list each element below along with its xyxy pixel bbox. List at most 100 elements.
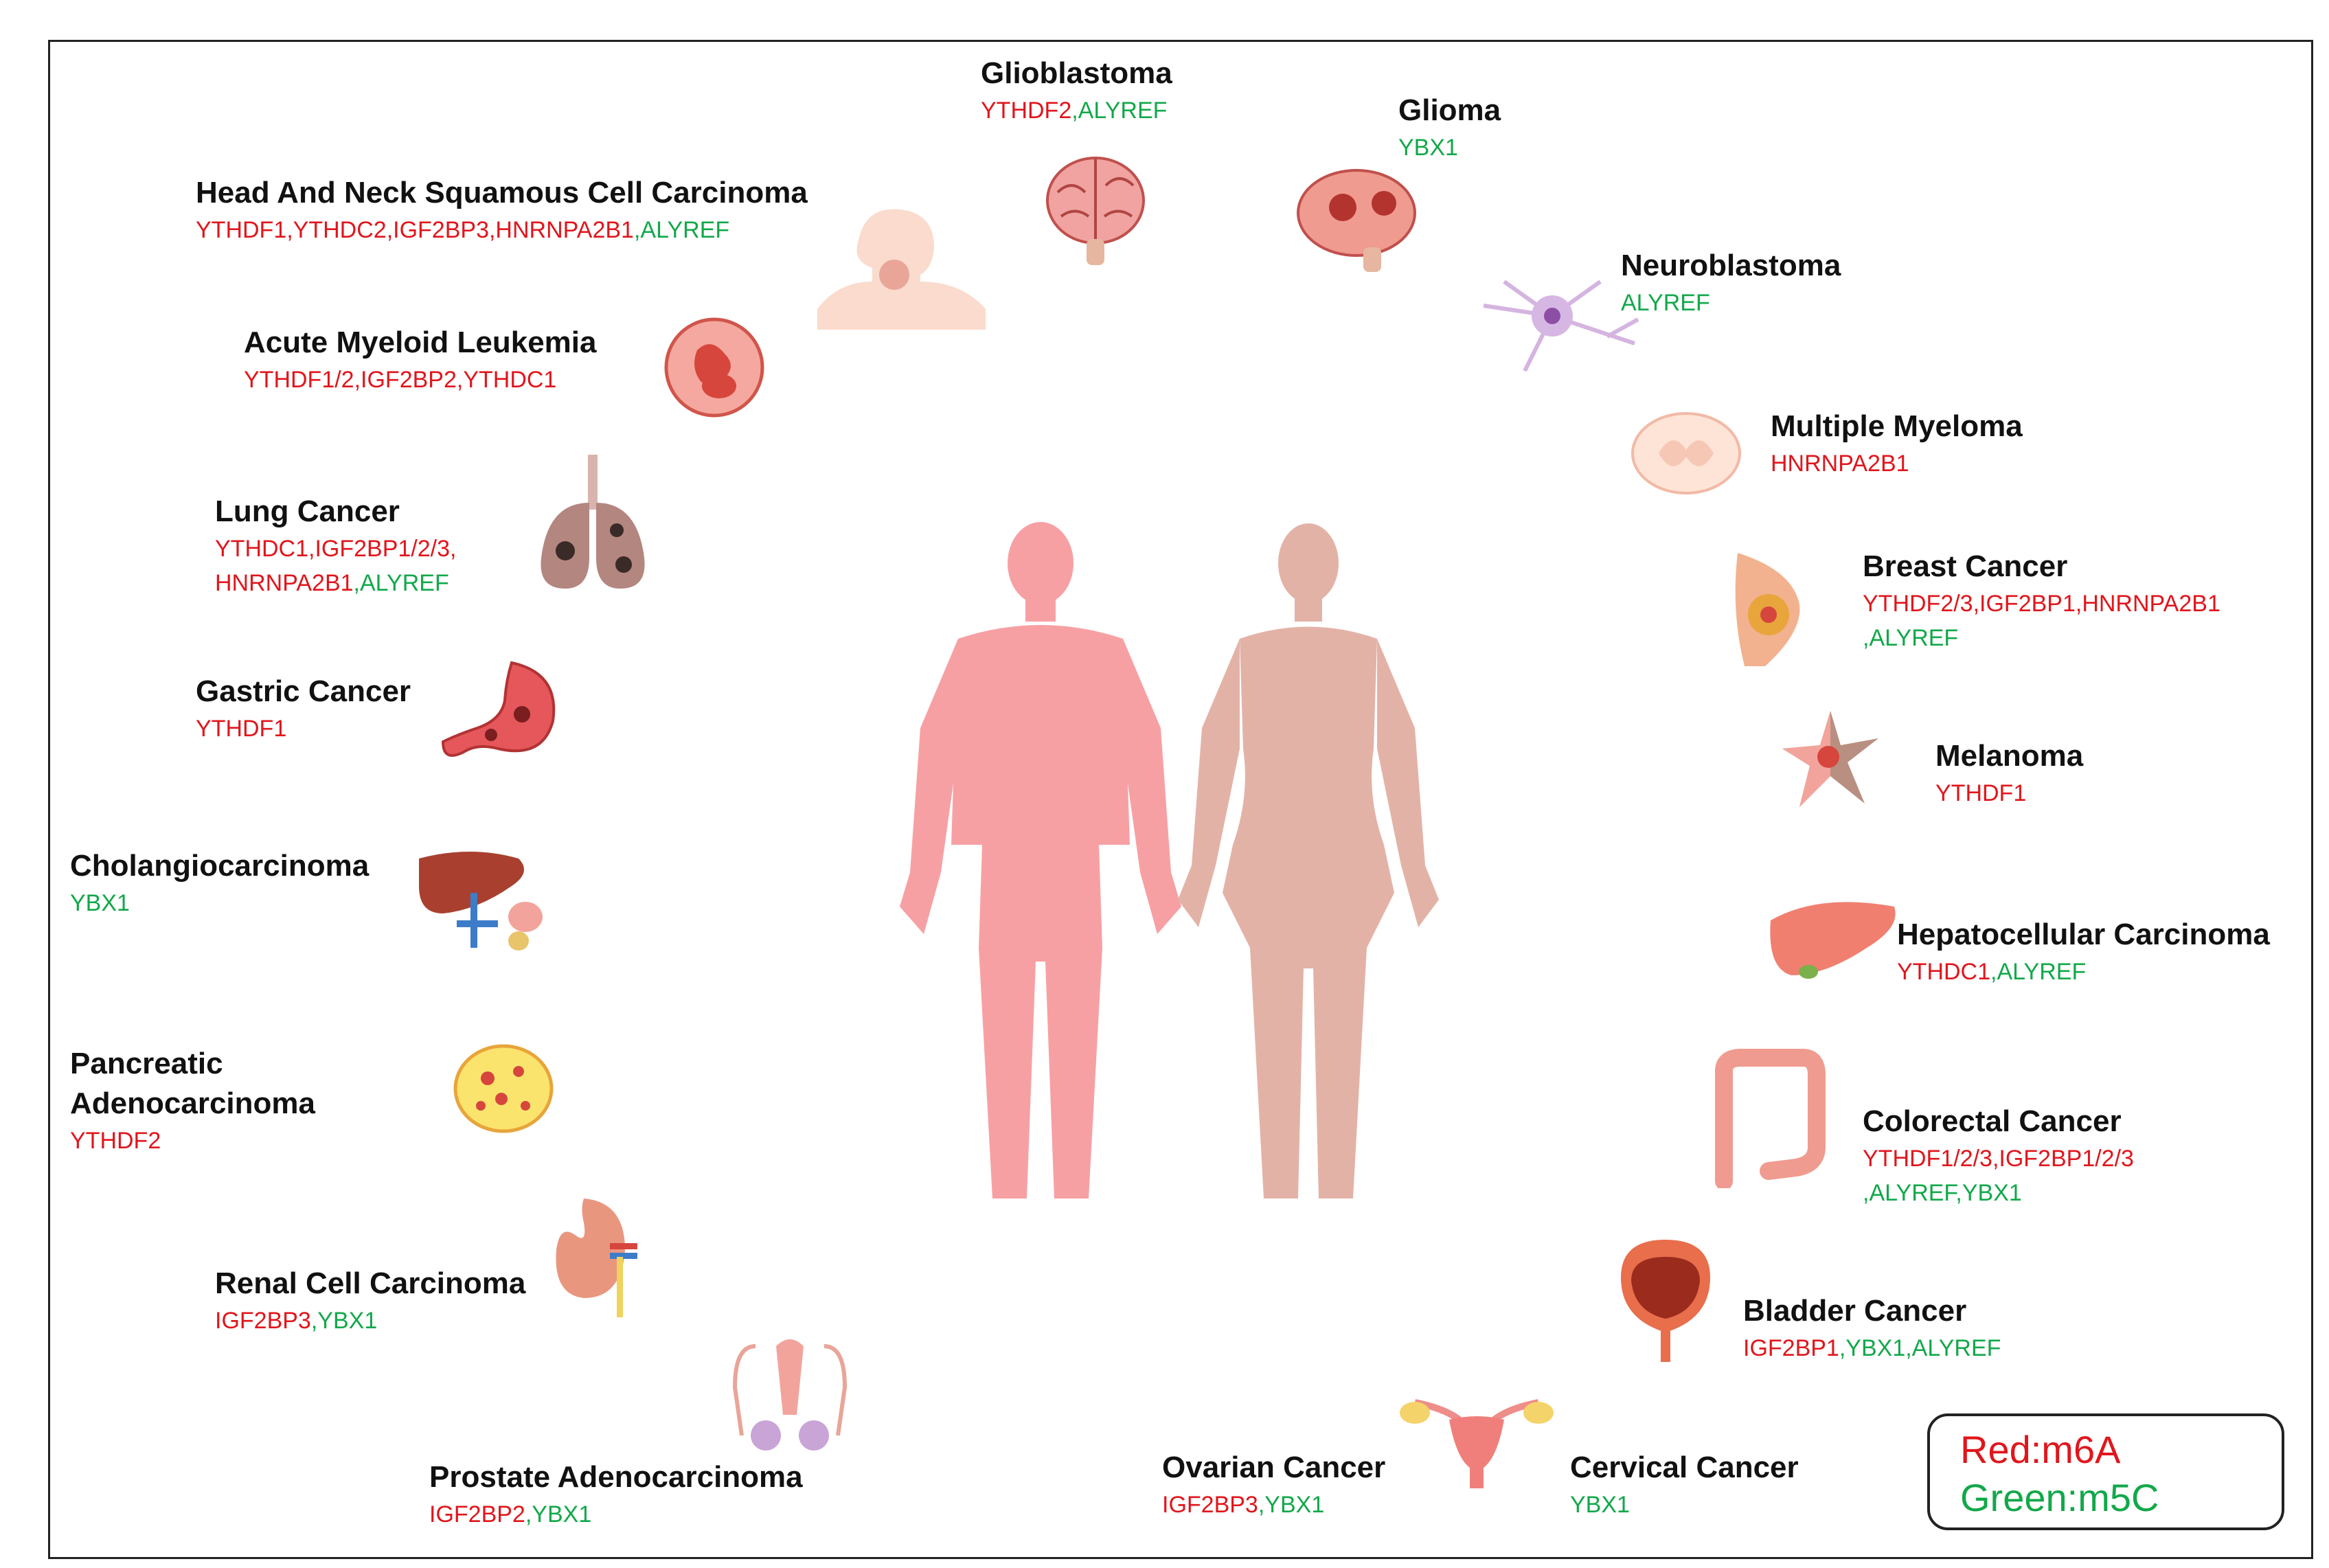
m5c-gene-text: YBX1 bbox=[70, 890, 130, 916]
gene-line: YTHDF1/2,IGF2BP2,YTHDC1 bbox=[244, 363, 596, 397]
cancer-title: Prostate Adenocarcinoma bbox=[429, 1460, 803, 1494]
gene-line: YBX1 bbox=[1398, 130, 1501, 165]
male-body bbox=[900, 522, 1181, 1198]
cancer-title: Renal Cell Carcinoma bbox=[215, 1266, 526, 1300]
m5c-gene-text: ,ALYREF bbox=[353, 570, 449, 596]
human-bodies bbox=[900, 522, 1439, 1198]
m5c-gene-text: YBX1 bbox=[1398, 135, 1458, 161]
m5c-gene-text: YBX1 bbox=[1570, 1492, 1630, 1518]
m6a-gene-text: IGF2BP1 bbox=[1743, 1335, 1839, 1361]
legend-green: Green:m5C bbox=[1960, 1476, 2159, 1519]
gene-line: ,ALYREF,YBX1 bbox=[1863, 1176, 2134, 1210]
m6a-gene-text: IGF2BP3 bbox=[215, 1308, 311, 1334]
female-body bbox=[1178, 523, 1439, 1198]
m6a-gene-text: YTHDF2/3,IGF2BP1,HNRNPA2B1 bbox=[1863, 591, 2220, 617]
gene-line: IGF2BP3,YBX1 bbox=[215, 1304, 525, 1338]
m5c-gene-text: ,YBX1,ALYREF bbox=[1839, 1335, 2001, 1361]
m6a-gene-text: IGF2BP2 bbox=[429, 1501, 525, 1527]
cancer-title: Cholangiocarcinoma bbox=[70, 849, 370, 883]
gene-line: YTHDC1,IGF2BP1/2/3, bbox=[215, 532, 456, 566]
cancer-title: Acute Myeloid Leukemia bbox=[244, 326, 597, 359]
male-reproductive-icon bbox=[732, 1339, 848, 1451]
gene-line: YTHDF1 bbox=[196, 712, 411, 746]
blood-cell-icon bbox=[664, 317, 764, 418]
pancreas-tissue-icon bbox=[453, 1044, 554, 1133]
gene-line: YTHDF1 bbox=[1935, 776, 2083, 810]
breast-icon bbox=[1735, 553, 1800, 666]
m6a-gene-text: YTHDC1 bbox=[1897, 959, 1991, 985]
legend-red: Red:m6A bbox=[1960, 1428, 2121, 1471]
m5c-gene-text: ,YBX1 bbox=[310, 1308, 378, 1334]
m6a-gene-text: HNRNPA2B1 bbox=[1771, 451, 1909, 477]
cancer-title: Neuroblastoma bbox=[1621, 249, 1841, 282]
gene-line: HNRNPA2B1,ALYREF bbox=[215, 566, 456, 600]
m6a-gene-text: YTHDF1/2/3,IGF2BP1/2/3 bbox=[1863, 1146, 2134, 1172]
neuron-icon bbox=[1483, 280, 1639, 372]
gene-line: YTHDC1,ALYREF bbox=[1897, 955, 2270, 989]
cancer-title-line2: Adenocarcinoma bbox=[70, 1087, 315, 1120]
figure-frame bbox=[48, 40, 2313, 1559]
m5c-gene-text: ,ALYREF,YBX1 bbox=[1863, 1180, 2022, 1206]
cancer-title: Cervical Cancer bbox=[1570, 1451, 1799, 1484]
cancer-title: Head And Neck Squamous Cell Carcinoma bbox=[196, 176, 808, 209]
cancer-title: Lung Cancer bbox=[215, 495, 400, 528]
m5c-gene-text: ,ALYREF bbox=[1990, 959, 2087, 985]
m5c-gene-text: ,ALYREF bbox=[633, 217, 730, 243]
m5c-gene-text: ,ALYREF bbox=[1071, 98, 1168, 124]
m6a-gene-text: YTHDF2 bbox=[981, 98, 1072, 124]
cancer-title: Colorectal Cancer bbox=[1863, 1104, 2122, 1138]
m5c-gene-text: ALYREF bbox=[1621, 290, 1710, 316]
cancer-title: Pancreatic bbox=[70, 1047, 223, 1080]
kidney-icon bbox=[556, 1198, 637, 1317]
m6a-gene-text: YTHDF2 bbox=[70, 1128, 161, 1154]
legend-box: Red:m6A Green:m5C bbox=[1927, 1413, 2284, 1530]
cancer-title: Bladder Cancer bbox=[1743, 1294, 1967, 1328]
cancer-title: Glioma bbox=[1398, 93, 1501, 127]
brain-tumor-icon bbox=[1297, 169, 1416, 272]
cancer-title: Glioblastoma bbox=[981, 56, 1172, 90]
head-neck-icon bbox=[817, 209, 986, 330]
gene-line: HNRNPA2B1 bbox=[1771, 446, 2023, 481]
gene-line: YTHDF2 bbox=[70, 1124, 315, 1158]
gene-line: YTHDF1,YTHDC2,IGF2BP3,HNRNPA2B1,ALYREF bbox=[196, 213, 808, 247]
m6a-gene-text: IGF2BP3 bbox=[1162, 1492, 1258, 1518]
gene-line: ALYREF bbox=[1621, 286, 1841, 320]
m6a-gene-text: YTHDF1,YTHDC2,IGF2BP3,HNRNPA2B1 bbox=[196, 217, 634, 243]
gene-line: IGF2BP1,YBX1,ALYREF bbox=[1743, 1331, 2001, 1365]
cancer-title: Ovarian Cancer bbox=[1162, 1451, 1386, 1484]
stomach-icon bbox=[441, 661, 556, 757]
cancer-title: Melanoma bbox=[1935, 739, 2084, 773]
gene-line: YTHDF2,ALYREF bbox=[981, 93, 1172, 128]
uterus-icon bbox=[1400, 1399, 1554, 1488]
m6a-gene-text: YTHDF1 bbox=[196, 716, 287, 742]
gene-line: YTHDF2/3,IGF2BP1,HNRNPA2B1 bbox=[1863, 587, 2220, 621]
m6a-gene-text: YTHDF1/2,IGF2BP2,YTHDC1 bbox=[244, 367, 557, 393]
colon-icon bbox=[1715, 1049, 1826, 1188]
cancer-title: Breast Cancer bbox=[1863, 549, 2068, 583]
gene-line: ,ALYREF bbox=[1863, 621, 2220, 655]
bladder-icon bbox=[1621, 1240, 1710, 1362]
liver-icon bbox=[1770, 902, 1896, 979]
melanocyte-icon bbox=[1782, 711, 1878, 807]
m6a-gene-text: YTHDF1 bbox=[1935, 780, 2027, 806]
cancer-title: Hepatocellular Carcinoma bbox=[1897, 918, 2270, 951]
cancer-title: Gastric Cancer bbox=[196, 674, 411, 708]
liver-bile-duct-icon bbox=[419, 852, 543, 951]
